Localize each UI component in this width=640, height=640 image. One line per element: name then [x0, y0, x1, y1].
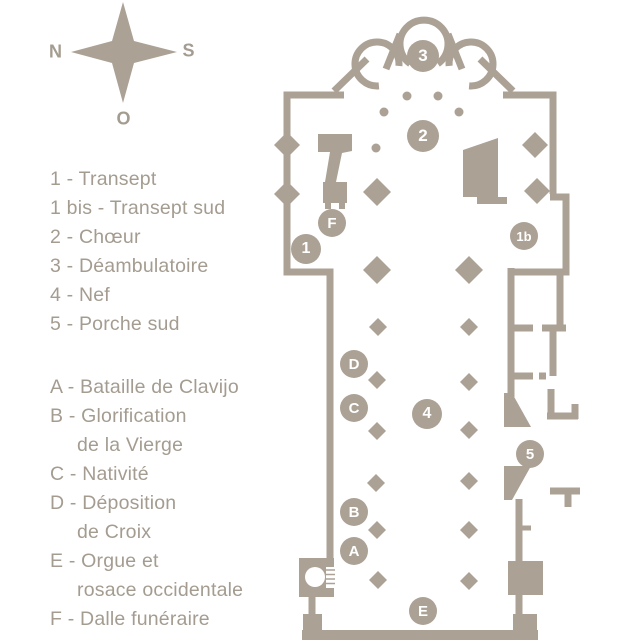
legend-line: de la Vierge: [77, 434, 184, 456]
legend: 1 - Transept 1 bis - Transept sud 2 - Chœu…: [50, 165, 290, 634]
legend-line: de Croix: [77, 521, 152, 543]
legend-line: F - Dalle funéraire: [50, 608, 210, 630]
legend-line: 1 - Transept: [50, 168, 157, 190]
plan-marker-1b: 1b: [510, 222, 538, 250]
plan-marker-5: 5: [516, 440, 544, 468]
plan-marker-E: E: [409, 597, 437, 625]
plan-marker-D: D: [340, 350, 368, 378]
legend-line: B - Glorification: [50, 405, 187, 427]
compass-star-icon: [71, 2, 177, 103]
legend-line: 3 - Déambulatoire: [50, 255, 209, 277]
plan-marker-A: A: [340, 537, 368, 565]
apse-chapel-center: [396, 16, 452, 67]
plan-marker-C: C: [340, 394, 368, 422]
legend-line: E - Orgue et: [50, 550, 159, 572]
plan-pillars: [274, 91, 550, 590]
legend-line: 4 - Nef: [50, 284, 110, 306]
legend-line: 1 bis - Transept sud: [50, 197, 226, 219]
legend-line: D - Déposition: [50, 492, 177, 514]
west-wall: [302, 630, 538, 640]
compass-label-west: O: [116, 108, 132, 129]
wall-north: [283, 91, 344, 558]
plan-marker-3: 3: [407, 40, 439, 72]
legend-line: A - Bataille de Clavijo: [50, 376, 239, 398]
plan-marker-2: 2: [407, 120, 439, 152]
compass-rose: N S O: [0, 0, 230, 140]
plan-walls: [283, 16, 580, 632]
plan-marker-1: 1: [291, 234, 321, 264]
legend-line: 2 - Chœur: [50, 226, 141, 248]
wall-south-transept: [503, 91, 557, 194]
plan-structures: [299, 134, 543, 640]
legend-line: rosace occidentale: [77, 579, 244, 601]
legend-line: 5 - Porche sud: [50, 313, 180, 335]
legend-line: C - Nativité: [50, 463, 149, 485]
stair-spiral: [305, 567, 335, 588]
compass-label-south: S: [182, 40, 196, 61]
compass-label-north: N: [49, 41, 63, 62]
plan-marker-4: 4: [412, 399, 442, 429]
plan-marker-B: B: [340, 498, 368, 526]
plan-marker-F: F: [318, 209, 346, 237]
